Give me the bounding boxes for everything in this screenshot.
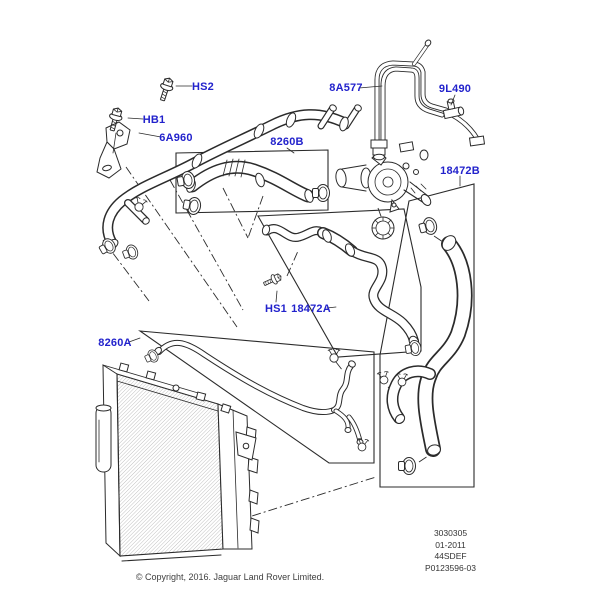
spring-clamp xyxy=(376,370,391,386)
worm-clamp xyxy=(398,457,416,475)
part-label-hb1[interactable]: HB1 xyxy=(143,114,166,126)
part-labels: HS2 HB1 6A960 8260B 8A577 9L490 18472B H… xyxy=(98,81,480,349)
middle-hose-18472a-drawing xyxy=(261,216,423,358)
upper-hose-8260b-drawing xyxy=(175,158,330,203)
callout-box-8260a xyxy=(137,330,375,464)
part-label-6a960[interactable]: 6A960 xyxy=(159,132,192,144)
radiator-hose-8260a-drawing xyxy=(142,343,370,453)
plate-line: 3030305 xyxy=(433,528,468,538)
top-hose-drawing xyxy=(96,104,362,263)
plate-line: 44SDEF xyxy=(434,551,467,561)
plate-line: 01-2011 xyxy=(435,539,466,550)
bolt-hs1 xyxy=(261,271,284,290)
plate-line: P0123596-03 xyxy=(424,562,477,573)
heater-hose-8a577-drawing xyxy=(370,39,486,161)
thermostat-housing-drawing xyxy=(335,150,432,213)
callout-box-8260b xyxy=(175,149,329,214)
worm-clamp xyxy=(120,242,141,263)
part-label-18472a[interactable]: 18472A xyxy=(291,303,331,315)
radiator-drawing xyxy=(95,362,260,562)
part-label-8a577[interactable]: 8A577 xyxy=(329,82,362,94)
spring-clamp xyxy=(327,349,341,363)
bracket-6a960-drawing xyxy=(96,121,131,179)
callout-box-18472a xyxy=(257,208,422,358)
outlet-hose-18472b-drawing xyxy=(376,215,465,475)
part-label-18472b[interactable]: 18472B xyxy=(440,165,480,177)
part-label-hs2[interactable]: HS2 xyxy=(192,81,214,93)
part-label-hs1[interactable]: HS1 xyxy=(265,303,287,315)
part-label-9l490[interactable]: 9L490 xyxy=(439,83,471,95)
label-leader-lines xyxy=(127,85,461,343)
worm-clamp xyxy=(417,215,439,238)
bolt-hs2 xyxy=(155,75,177,103)
worm-clamp xyxy=(403,339,423,358)
copyright-text: © Copyright, 2016. Jaguar Land Rover Lim… xyxy=(135,572,325,582)
part-label-8260a[interactable]: 8260A xyxy=(98,337,131,349)
callout-boxes xyxy=(137,149,475,488)
part-label-8260b[interactable]: 8260B xyxy=(270,136,303,148)
drawing-plate-block: 3030305 01-2011 44SDEF P0123596-03 xyxy=(398,528,503,574)
worm-clamp xyxy=(312,184,330,202)
callout-box-18472b xyxy=(379,183,475,488)
thermostat-seal-cap xyxy=(371,216,395,240)
